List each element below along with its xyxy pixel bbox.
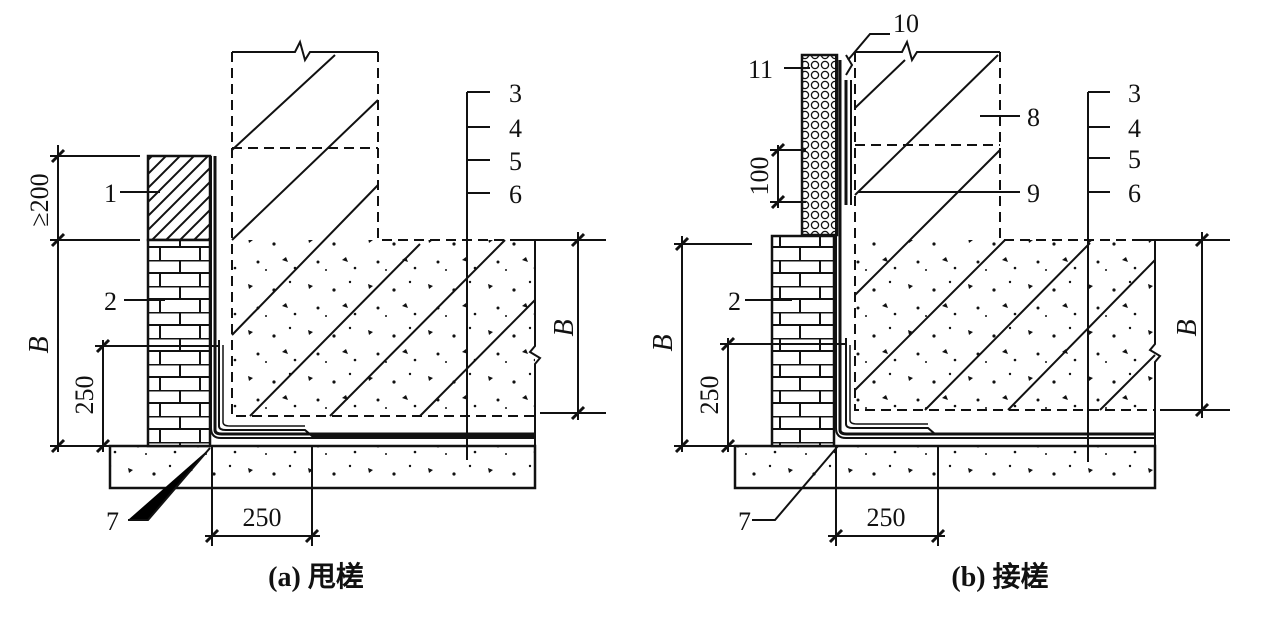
label-3-a: 3 bbox=[509, 79, 522, 108]
break-line-a bbox=[232, 39, 378, 63]
dimension-ticks-a bbox=[50, 148, 586, 544]
leader-lines-b bbox=[745, 33, 1110, 521]
base-slab-b bbox=[733, 444, 1157, 490]
brick-wall-a bbox=[146, 238, 212, 448]
dim-B-left-a: B bbox=[24, 336, 55, 353]
label-2-a: 2 bbox=[104, 287, 117, 316]
caption-a: (a) 甩槎 bbox=[268, 561, 364, 593]
dim-100-b: 100 bbox=[745, 157, 774, 196]
label-4-a: 4 bbox=[509, 114, 522, 143]
label-4-b: 4 bbox=[1128, 114, 1141, 143]
waterproof-layers-b bbox=[835, 54, 1155, 439]
dimension-lines-b bbox=[674, 145, 1230, 546]
label-10-b: 10 bbox=[893, 9, 919, 38]
caption-b: (b) 接槎 bbox=[951, 561, 1048, 593]
label-5-b: 5 bbox=[1128, 145, 1141, 174]
dimension-ticks-b bbox=[674, 142, 1210, 544]
waterproof-layers-a bbox=[210, 156, 535, 439]
structure-outline-b bbox=[854, 52, 1155, 411]
label-11-b: 11 bbox=[748, 55, 773, 84]
panel-a: 1 2 3 4 5 6 7 ≥200 B 250 B 250 (a) 甩槎 bbox=[24, 39, 606, 593]
label-7-a: 7 bbox=[106, 507, 119, 536]
hatched-cap-a bbox=[146, 154, 212, 242]
label-6-a: 6 bbox=[509, 180, 522, 209]
label-5-a: 5 bbox=[509, 147, 522, 176]
label-2-b: 2 bbox=[728, 287, 741, 316]
dim-250-horiz-a: 250 bbox=[243, 503, 282, 532]
section-hatch-a bbox=[231, 54, 536, 417]
brick-wall-b bbox=[770, 234, 836, 448]
label-8-b: 8 bbox=[1027, 103, 1040, 132]
structure-outline-a bbox=[231, 52, 535, 417]
dim-B-right-a: B bbox=[549, 319, 580, 336]
panel-b: 2 3 4 5 6 7 8 9 10 11 100 B 250 B 250 (b… bbox=[648, 9, 1230, 593]
structure-concrete-a bbox=[232, 52, 535, 416]
foam-board-b bbox=[800, 53, 839, 237]
section-hatch-b bbox=[854, 54, 1156, 411]
dim-250-horiz-b: 250 bbox=[867, 503, 906, 532]
dim-B-left-b: B bbox=[648, 334, 679, 351]
dim-250-vert-b: 250 bbox=[695, 376, 724, 415]
dim-ge200-a: ≥200 bbox=[25, 173, 54, 226]
dim-250-vert-a: 250 bbox=[70, 376, 99, 415]
dimension-lines-a bbox=[50, 145, 606, 546]
label-1-a: 1 bbox=[104, 179, 117, 208]
break-line-b bbox=[855, 39, 1000, 63]
label-9-b: 9 bbox=[1027, 179, 1040, 208]
label-3-b: 3 bbox=[1128, 79, 1141, 108]
label-7-b: 7 bbox=[738, 507, 751, 536]
label-6-b: 6 bbox=[1128, 179, 1141, 208]
leader-lines-a bbox=[120, 91, 490, 521]
structure-concrete-b bbox=[855, 52, 1155, 410]
dim-B-right-b: B bbox=[1172, 319, 1203, 336]
